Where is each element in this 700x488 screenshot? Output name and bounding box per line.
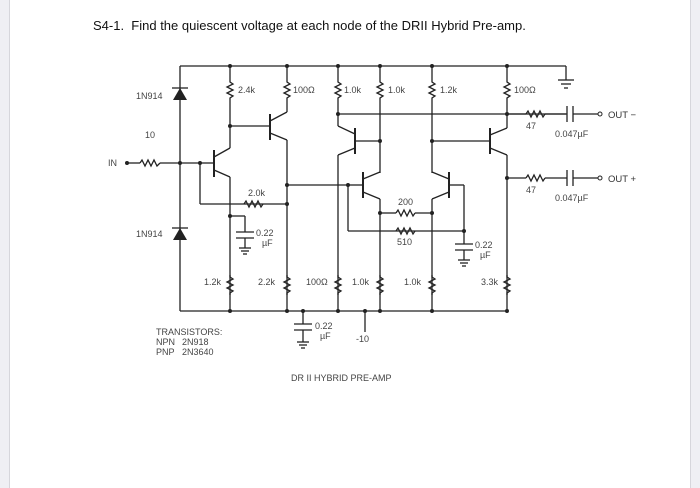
cap-c3-unit: µF <box>480 250 491 260</box>
input-resistor <box>139 158 161 168</box>
transistor-q6 <box>489 127 508 156</box>
input-label: IN <box>108 158 117 168</box>
transistor-q4 <box>362 171 381 200</box>
resistor-label-top-3: 1.0k <box>344 85 362 95</box>
resistor-1-0k-top-b <box>376 79 384 101</box>
capacitor-out-minus <box>566 106 574 122</box>
resistor-label-bottom-1: 1.2k <box>204 277 222 287</box>
base-resistor-label: 510 <box>397 237 412 247</box>
resistor-label-top-1: 2.4k <box>238 85 256 95</box>
emitter-resistor-200 <box>395 208 416 218</box>
resistor-1-0k-top-a <box>334 79 342 101</box>
resistor-label-bottom-2: 2.2k <box>258 277 276 287</box>
right-page-edge <box>690 0 700 488</box>
resistor-1-2k-top <box>428 79 436 101</box>
out-minus-resistor-label: 47 <box>526 121 536 131</box>
ground-icon-top <box>558 66 574 89</box>
resistor-label-bottom-6: 3.3k <box>481 277 499 287</box>
transistor-npn-type: NPN <box>156 337 175 347</box>
transistor-q1 <box>200 147 231 178</box>
capacitor-c1 <box>236 231 254 255</box>
out-plus-terminal <box>597 175 603 181</box>
diode-top-label: 1N914 <box>136 91 163 101</box>
out-minus-label: OUT − <box>608 110 637 121</box>
cap-c1-unit: µF <box>262 238 273 248</box>
resistor-label-top-6: 100Ω <box>514 85 536 95</box>
out-plus-resistor-label: 47 <box>526 185 536 195</box>
left-page-edge <box>0 0 10 488</box>
out-plus-label: OUT + <box>608 174 637 185</box>
out-minus-cap-label: 0.047µF <box>555 129 589 139</box>
resistor-100-top <box>283 79 291 101</box>
resistor-label-top-4: 1.0k <box>388 85 406 95</box>
output-resistor-plus <box>525 173 546 183</box>
transistor-q5 <box>431 171 450 200</box>
diode-bottom-label: 1N914 <box>136 229 163 239</box>
diode-icon-bottom <box>172 227 188 240</box>
transistor-npn-part: 2N918 <box>182 337 209 347</box>
feedback-resistor <box>243 199 264 209</box>
transistor-pnp-type: PNP <box>156 347 175 357</box>
diode-icon-top <box>172 87 188 100</box>
resistor-label-bottom-5: 1.0k <box>404 277 422 287</box>
resistor-label-top-5: 1.2k <box>440 85 458 95</box>
transistor-pnp-part: 2N3640 <box>182 347 214 357</box>
out-minus-terminal <box>597 111 603 117</box>
base-resistor-510 <box>395 226 416 236</box>
capacitor-out-plus <box>566 170 574 186</box>
output-resistor-minus <box>525 109 546 119</box>
emitter-resistor-label: 200 <box>398 197 413 207</box>
cap-c2-unit: µF <box>320 331 331 341</box>
out-plus-cap-label: 0.047µF <box>555 193 589 203</box>
cap-c3-value: 0.22 <box>475 240 493 250</box>
transistor-q3-pnp <box>337 114 356 156</box>
resistor-2-4k <box>226 79 234 101</box>
schematic-caption: DR II HYBRID PRE-AMP <box>291 373 392 383</box>
cap-c2-value: 0.22 <box>315 321 333 331</box>
feedback-resistor-label: 2.0k <box>248 188 266 198</box>
negative-supply-label: -10 <box>356 334 369 344</box>
capacitor-c2 <box>294 323 312 349</box>
resistor-label-top-2: 100Ω <box>293 85 315 95</box>
transistors-heading: TRANSISTORS: <box>156 327 222 337</box>
input-resistor-label: 10 <box>145 130 155 140</box>
cap-c1-value: 0.22 <box>256 228 274 238</box>
resistor-label-bottom-3: 100Ω <box>306 277 328 287</box>
problem-title: S4-1. Find the quiescent voltage at each… <box>93 18 526 33</box>
transistor-q2 <box>269 111 288 141</box>
resistor-100-top-out <box>503 79 511 101</box>
capacitor-c3 <box>455 243 473 267</box>
resistor-label-bottom-4: 1.0k <box>352 277 370 287</box>
